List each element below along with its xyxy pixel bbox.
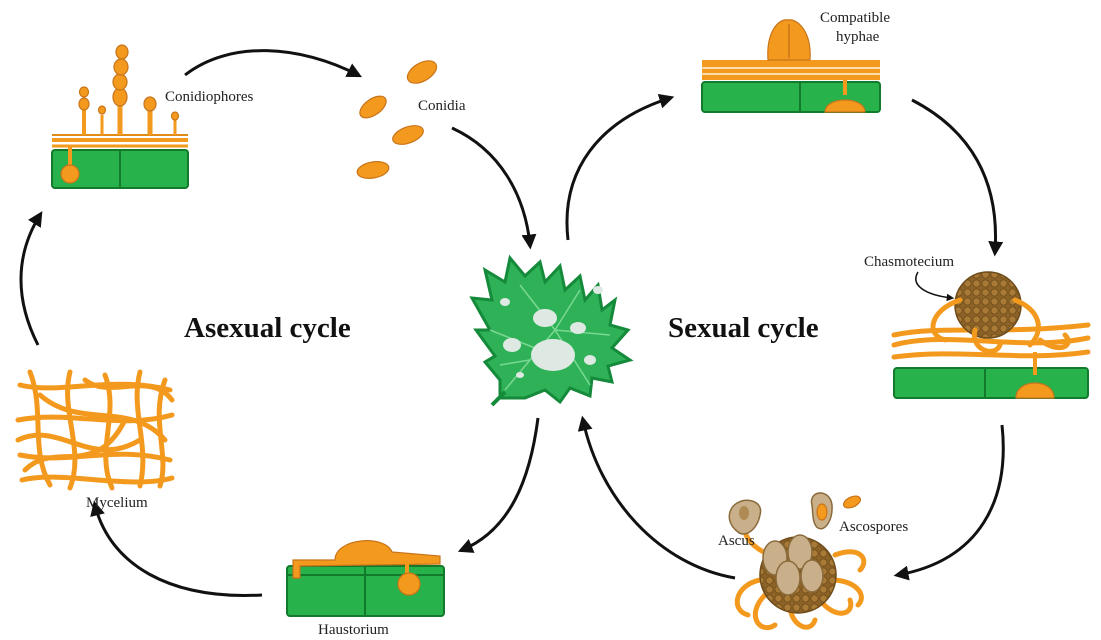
- mycelium-illustration: [18, 372, 172, 488]
- label-ascospores: Ascospores: [839, 519, 908, 535]
- label-mycelium: Mycelium: [86, 495, 148, 511]
- arrow-ascus-to-leaf: [583, 420, 735, 578]
- title-asexual-cycle: Asexual cycle: [184, 312, 351, 344]
- conidiophores-illustration: [52, 45, 188, 188]
- arrow-haustorium-to-mycelium: [95, 505, 262, 595]
- label-conidiophores: Conidiophores: [165, 89, 253, 105]
- chasmotecium-illustration: [894, 272, 1088, 398]
- arrow-conidia-to-leaf: [452, 128, 530, 245]
- label-ascus: Ascus: [718, 533, 755, 549]
- haustorium-illustration: [287, 541, 444, 616]
- arrow-leaf-to-haustorium: [462, 418, 538, 550]
- label-haustorium: Haustorium: [318, 622, 389, 638]
- title-sexual-cycle: Sexual cycle: [668, 312, 819, 344]
- arrow-chasmotecium-to-ascus: [898, 425, 1003, 575]
- arrow-compatible-to-chasmotecium: [912, 100, 996, 252]
- infected-leaf-illustration: [472, 258, 630, 405]
- label-compatible-hyphae-line1: Compatible: [820, 10, 890, 26]
- arrow-mycelium-to-conidiophores: [21, 215, 40, 345]
- label-compatible-hyphae-line2: hyphae: [836, 29, 880, 45]
- label-conidia: Conidia: [418, 98, 466, 114]
- label-chasmotecium: Chasmotecium: [864, 254, 954, 270]
- arrow-conidiophores-to-conidia: [185, 51, 358, 75]
- ascus-ascospores-illustration: [729, 493, 864, 628]
- arrow-leaf-to-compatible-hyphae: [567, 98, 670, 240]
- conidia-illustration: [356, 56, 441, 180]
